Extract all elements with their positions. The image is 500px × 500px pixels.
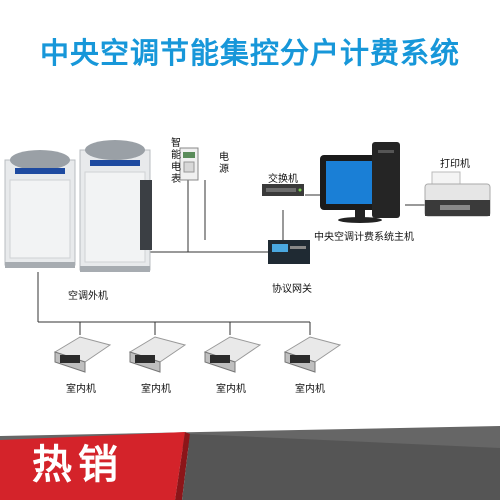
- indoor-label-2: 室内机: [141, 384, 171, 395]
- page-title: 中央空调节能集控分户计费系统: [39, 36, 460, 70]
- outdoor-label: 空调外机: [68, 291, 108, 302]
- indoor-label-4: 室内机: [295, 384, 325, 395]
- hot-sale-banner: [0, 426, 500, 500]
- connection-lines: [37, 180, 425, 335]
- protocol-gateway-icon: [268, 240, 310, 264]
- gateway-label: 协议网关: [272, 284, 312, 295]
- outdoor-unit-left-icon: [4, 150, 76, 268]
- host-label: 中央空调计费系统主机: [314, 232, 414, 243]
- indoor-unit-1-icon: [53, 336, 112, 373]
- indoor-unit-2-icon: [128, 336, 187, 373]
- printer-icon: [424, 171, 491, 217]
- outdoor-unit-right-icon: [79, 140, 152, 272]
- switch-label: 交换机: [268, 174, 298, 185]
- network-switch-icon: [262, 184, 304, 196]
- power-label: 电源: [219, 152, 229, 175]
- indoor-label-1: 室内机: [66, 384, 96, 395]
- indoor-label-3: 室内机: [216, 384, 246, 395]
- host-computer-icon: [320, 142, 400, 223]
- smart-meter-icon: [179, 147, 199, 181]
- indoor-unit-3-icon: [203, 336, 262, 373]
- printer-label: 打印机: [440, 159, 470, 170]
- smart-meter-label: 智能电表: [171, 138, 181, 185]
- hot-sale-text: 热销: [32, 442, 124, 488]
- indoor-unit-4-icon: [283, 336, 342, 373]
